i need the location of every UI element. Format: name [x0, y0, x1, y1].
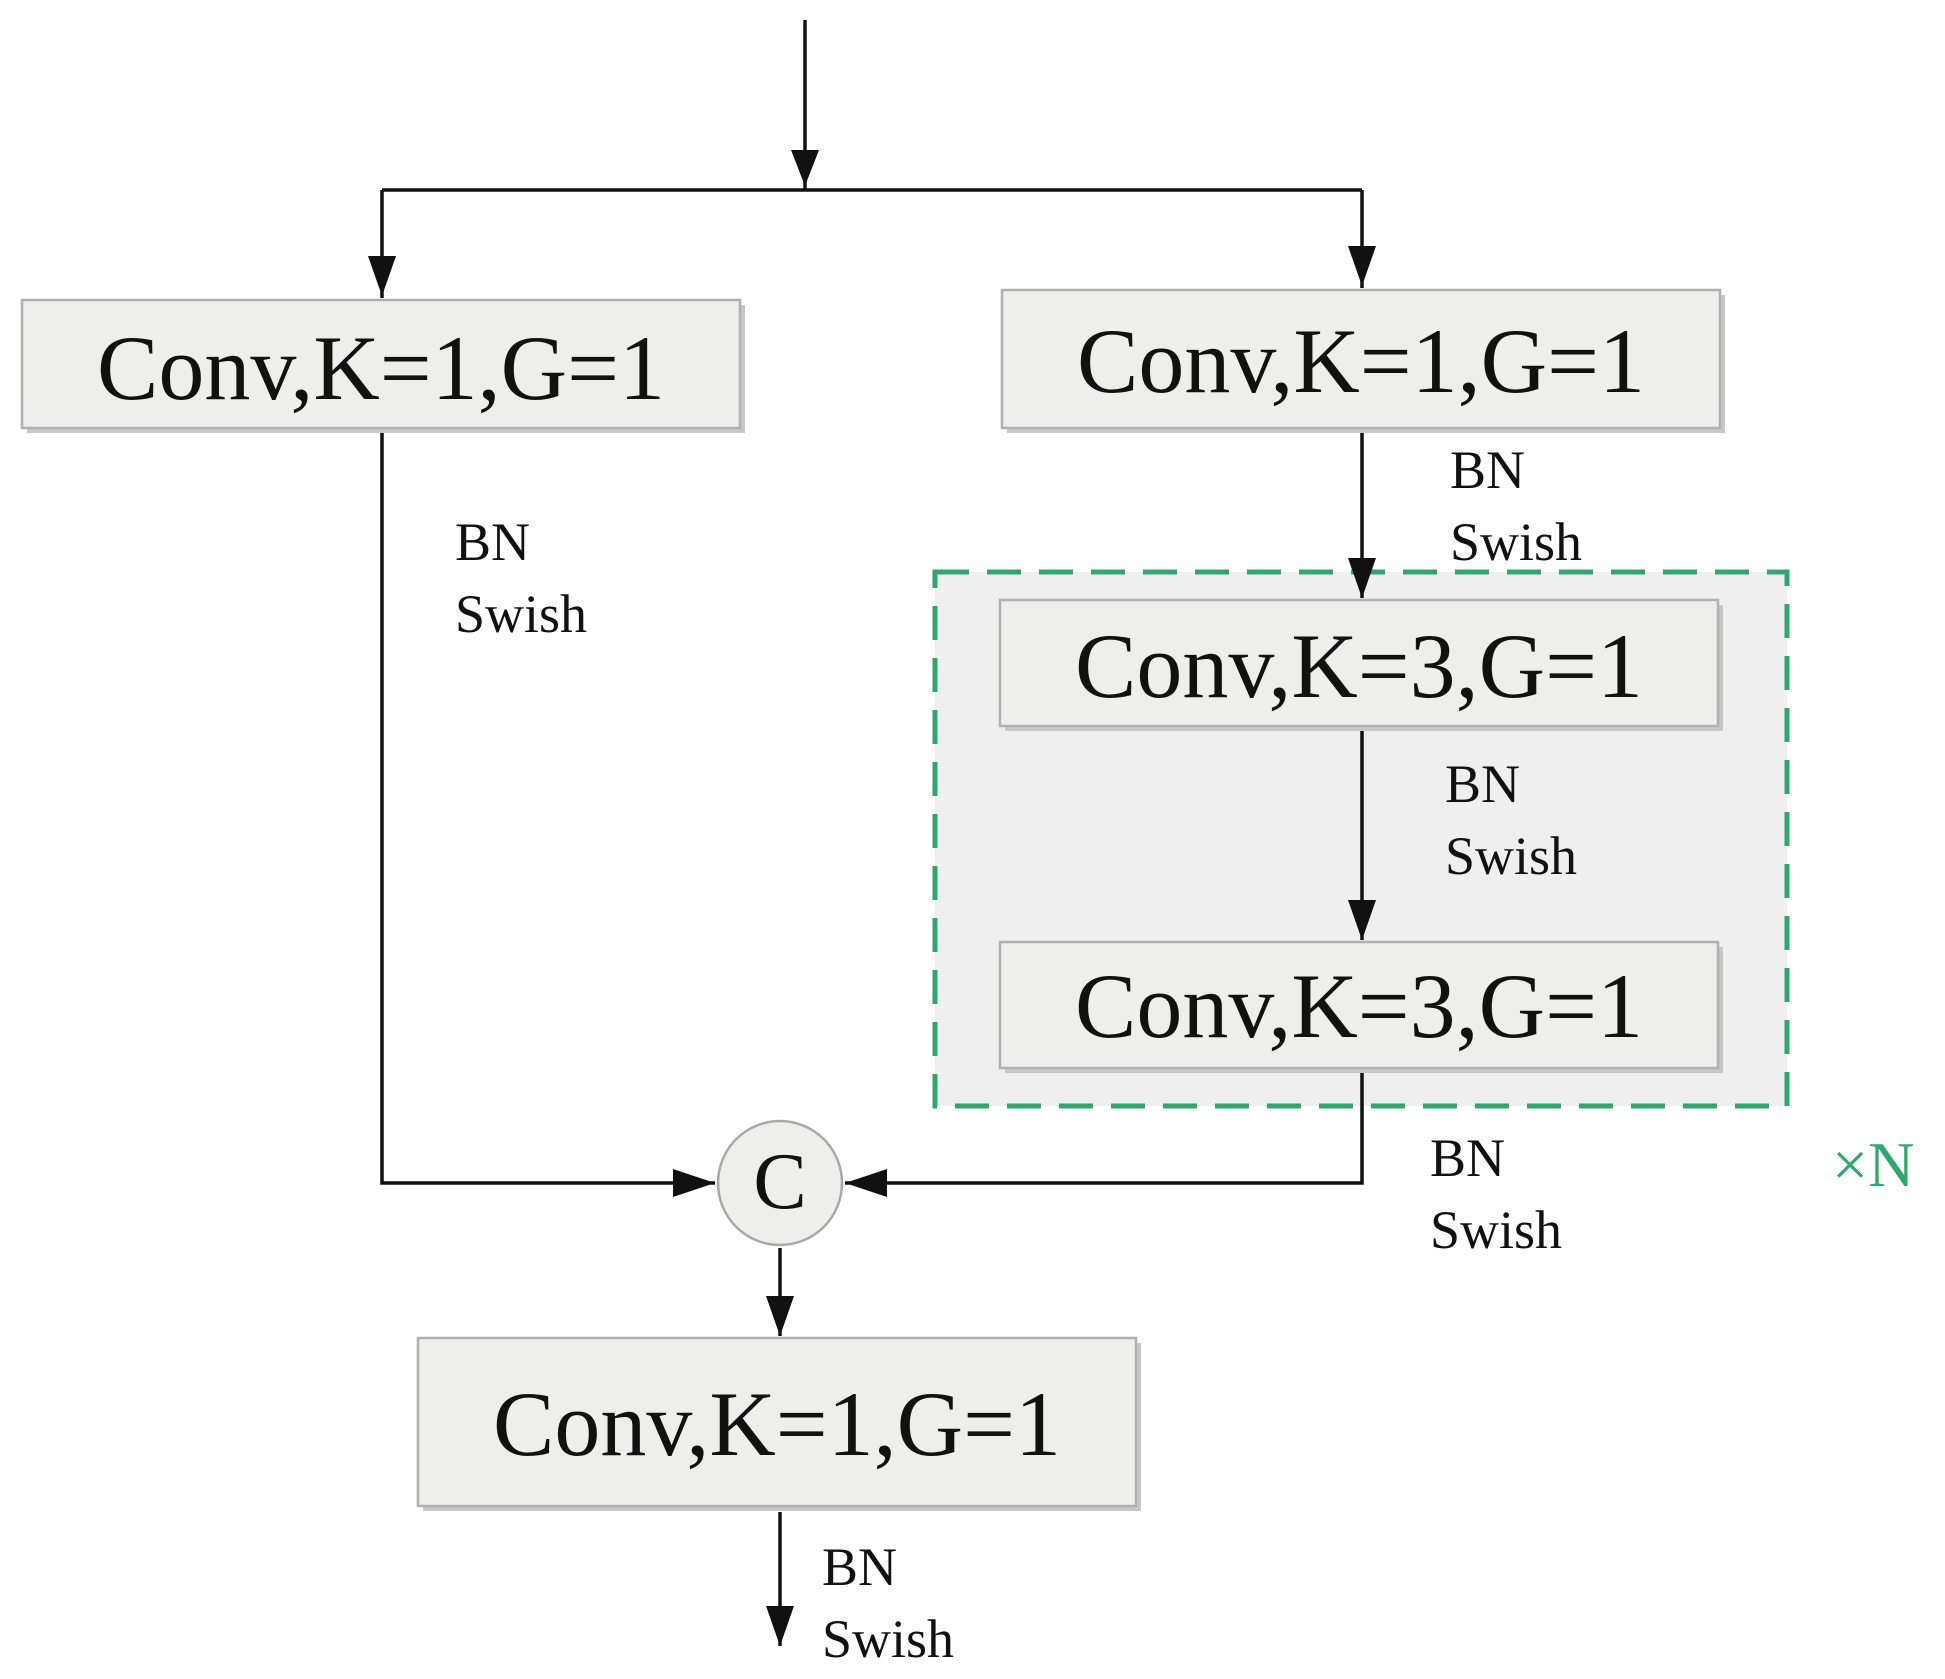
output-conv-label: Conv,K=1,G=1 — [493, 1373, 1061, 1475]
left-branch-arrowhead — [673, 1169, 715, 1197]
repeat-label: ×N — [1832, 1129, 1914, 1200]
inner-out-arrowhead — [845, 1169, 887, 1197]
left-conv-block: Conv,K=1,G=1 — [20, 298, 745, 433]
output-bn-note: BN — [822, 1537, 897, 1597]
concat-out-arrowhead — [766, 1296, 794, 1336]
inner-after-bn-note: BN — [1430, 1128, 1505, 1188]
inner-link-arrowhead — [1348, 900, 1376, 940]
left-conv-label: Conv,K=1,G=1 — [97, 317, 665, 419]
split-left-arrowhead — [368, 256, 396, 296]
right-to-inner-arrowhead — [1348, 558, 1376, 598]
left-branch-swish-note: Swish — [455, 584, 587, 644]
concat-node: C — [716, 1119, 844, 1247]
right-branch-swish-note: Swish — [1450, 512, 1582, 572]
output-conv-block: Conv,K=1,G=1 — [416, 1336, 1141, 1511]
right-conv-label: Conv,K=1,G=1 — [1077, 310, 1645, 412]
inner-out-line — [845, 1072, 1364, 1185]
inner-after-swish-note: Swish — [1430, 1200, 1562, 1260]
inner-conv-block-1: Conv,K=3,G=1 — [998, 598, 1723, 731]
split-right-arrowhead — [1348, 246, 1376, 286]
input-arrowhead — [791, 150, 819, 186]
output-swish-note: Swish — [822, 1609, 954, 1669]
inner-between-swish-note: Swish — [1445, 826, 1577, 886]
connectors — [368, 20, 1376, 1646]
inner-conv-2-label: Conv,K=3,G=1 — [1075, 955, 1643, 1057]
inner-conv-1-label: Conv,K=3,G=1 — [1075, 615, 1643, 717]
inner-between-bn-note: BN — [1445, 754, 1520, 814]
right-branch-bn-note: BN — [1450, 440, 1525, 500]
left-branch-bn-note: BN — [455, 512, 530, 572]
left-branch-line — [380, 430, 715, 1185]
inner-conv-block-2: Conv,K=3,G=1 — [998, 940, 1723, 1073]
output-arrowhead — [766, 1606, 794, 1646]
concat-label: C — [753, 1138, 806, 1226]
right-conv-block: Conv,K=1,G=1 — [1000, 288, 1725, 433]
